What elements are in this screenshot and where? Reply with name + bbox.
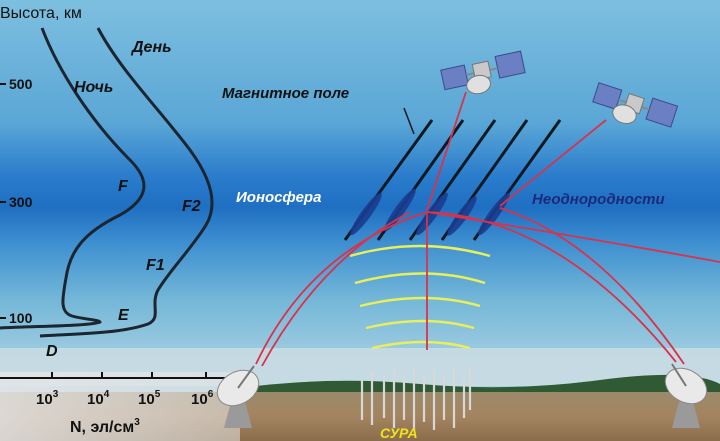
svg-text:104: 104 [87,389,110,408]
svg-text:N, эл/см3: N, эл/см3 [70,417,140,436]
x-axis: 103 104 105 106 N, эл/см3 [0,372,240,436]
x-tick-label-1e3: 103 [36,389,59,408]
svg-text:103: 103 [36,389,59,408]
radar-dish-icon-2 [664,363,708,428]
layer-e-label: E [118,307,130,324]
ground-scene [0,348,720,441]
magnetic-field-pointer [403,107,415,135]
day-profile-curve [39,27,214,338]
y-axis: Высота, км 500 300 100 [0,5,82,326]
ionosphere-label: Ионосфера [236,189,321,206]
day-profile-label: День [130,39,172,56]
satellite-icon-2 [592,82,679,128]
satellite-icon [440,50,526,95]
x-tick-label-1e5: 105 [138,389,161,408]
y-tick-300: 300 [9,194,33,210]
radio-rays [255,91,720,367]
radar-dish-icon [216,365,260,428]
layer-f2-label: F2 [182,198,201,215]
x-axis-title: N, эл/см3 [70,417,140,436]
layer-f1-label: F1 [146,257,165,274]
facility-label: СУРА [380,425,418,441]
magnetic-field-label: Магнитное поле [222,85,349,102]
svg-text:105: 105 [138,389,161,408]
night-profile-curve [0,27,146,330]
layer-f-label: F [118,178,129,195]
y-tick-500: 500 [9,76,33,92]
y-tick-100: 100 [9,310,33,326]
svg-text:106: 106 [191,389,214,408]
night-profile-label: Ночь [74,79,113,96]
irregularities-label: Неоднородности [532,191,665,208]
pump-wave-fronts [349,244,491,350]
y-axis-title: Высота, км [0,5,82,22]
layer-d-label: D [46,343,58,360]
x-tick-label-1e4: 104 [87,389,110,408]
x-tick-label-1e6: 106 [191,389,214,408]
antenna-field [360,366,472,430]
